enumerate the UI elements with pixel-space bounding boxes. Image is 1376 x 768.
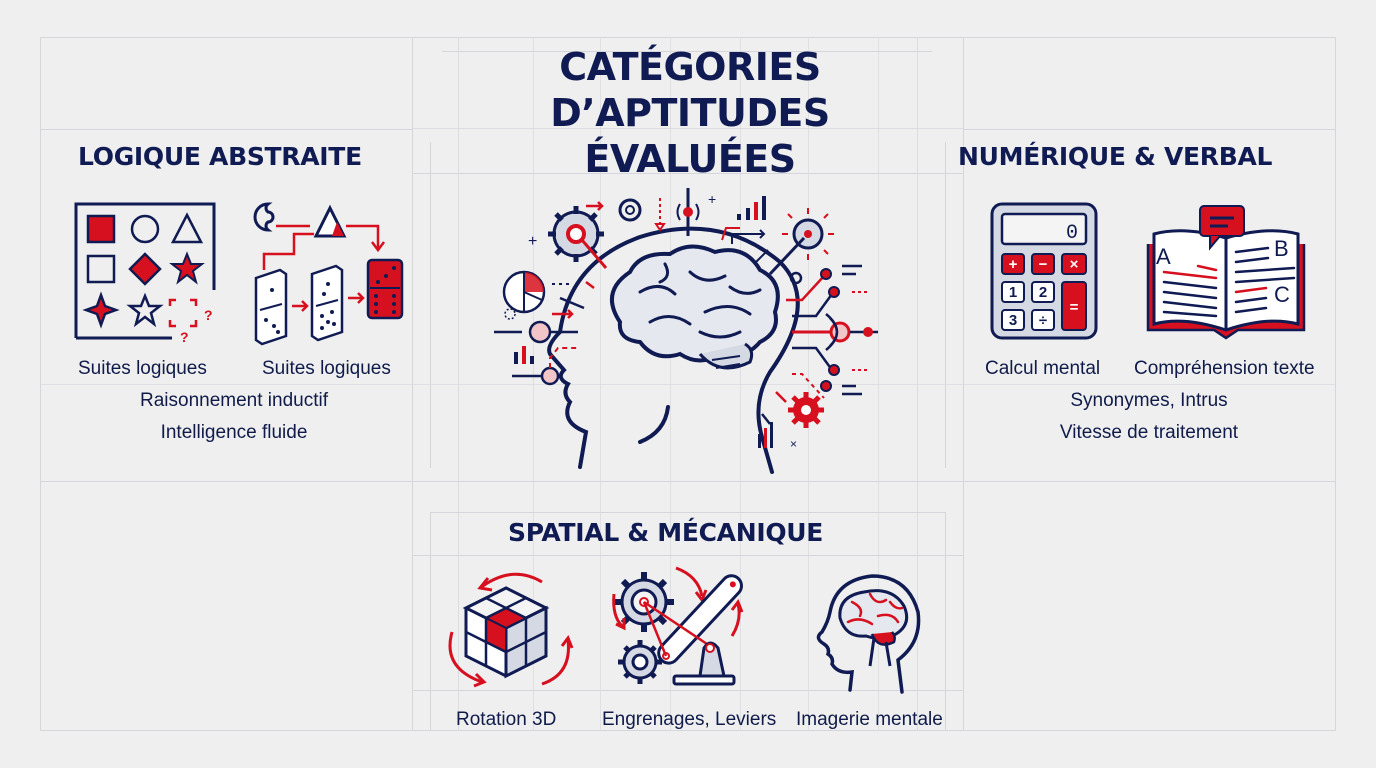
spatial-frame	[945, 512, 946, 730]
domino-sequence-icon	[250, 202, 410, 346]
key-multiply: ×	[1070, 256, 1079, 273]
grid-line	[963, 129, 1335, 130]
caption-open-book: Compréhension texte	[1134, 358, 1315, 379]
grid-line	[412, 128, 964, 129]
spatial-frame	[430, 512, 431, 730]
caption-domino-sequence: Suites logiques	[262, 358, 391, 379]
caption-calculator: Calcul mental	[985, 358, 1101, 379]
open-book-icon: A B C	[1144, 202, 1308, 340]
grid-line	[40, 384, 1336, 385]
section-title-numeric-verbal: NUMÉRIQUE & VERBAL	[958, 142, 1273, 171]
key-equals: =	[1070, 299, 1079, 316]
grid-line	[740, 37, 741, 731]
caption-shape-matrix: Suites logiques	[78, 358, 207, 379]
svg-text:×: ×	[790, 437, 797, 451]
outer-frame-top	[40, 37, 1336, 38]
gears-lever-icon	[610, 564, 760, 694]
calculator-display: 0	[1066, 222, 1078, 245]
section-title-logic: LOGIQUE ABSTRAITE	[78, 142, 362, 171]
grid-line	[412, 555, 964, 556]
grid-line	[40, 481, 1336, 482]
grid-line	[412, 173, 964, 174]
grid-line	[600, 37, 601, 731]
grid-line	[458, 37, 459, 731]
key-2: 2	[1039, 284, 1047, 301]
section-title-spatial: SPATIAL & MÉCANIQUE	[508, 518, 824, 547]
key-3: 3	[1009, 312, 1017, 329]
key-minus: −	[1039, 256, 1048, 273]
title-line-3: ÉVALUÉES	[584, 137, 796, 181]
outer-frame-bottom	[40, 730, 1336, 731]
page-title: CATÉGORIES D’APTITUDES ÉVALUÉES	[480, 44, 900, 182]
key-divide: ÷	[1039, 312, 1047, 329]
grid-line	[670, 37, 671, 731]
detail-fluid-intelligence: Intelligence fluide	[160, 422, 308, 443]
calculator-icon: 0 + − × 1 2 = 3 ÷	[990, 202, 1100, 340]
head-brain-icon	[812, 572, 922, 694]
caption-head-brain: Imagerie mentale	[796, 709, 943, 730]
cube-rotation-icon	[442, 564, 578, 694]
grid-line	[963, 37, 964, 731]
caption-gears-lever: Engrenages, Leviers	[602, 709, 777, 730]
grid-line	[878, 37, 879, 731]
grid-line	[442, 51, 932, 52]
book-letter-c: C	[1274, 282, 1290, 307]
spatial-frame	[430, 512, 946, 513]
brain-head-icon: + +	[490, 182, 890, 492]
grid-line	[412, 37, 413, 731]
svg-text:?: ?	[180, 329, 189, 345]
svg-text:+: +	[708, 191, 716, 207]
key-plus: +	[1009, 256, 1018, 273]
shape-matrix-icon: ? ?	[74, 202, 224, 345]
book-letter-b: B	[1274, 236, 1289, 261]
grid-line	[917, 37, 918, 731]
grid-line	[430, 142, 431, 468]
key-1: 1	[1009, 284, 1017, 301]
title-line-2: D’APTITUDES	[550, 91, 830, 135]
grid-line	[533, 37, 534, 731]
detail-inductive-reasoning: Raisonnement inductif	[140, 390, 328, 411]
grid-line	[945, 142, 946, 468]
detail-processing-speed: Vitesse de traitement	[1059, 422, 1239, 443]
grid-line	[412, 690, 964, 691]
title-line-1: CATÉGORIES	[559, 45, 821, 89]
svg-text:?: ?	[204, 307, 213, 323]
svg-text:+: +	[528, 233, 537, 250]
book-letter-a: A	[1156, 244, 1171, 269]
caption-cube-rotation: Rotation 3D	[456, 709, 557, 730]
grid-line	[40, 129, 412, 130]
detail-synonyms: Synonymes, Intrus	[1070, 390, 1228, 411]
grid-line	[808, 37, 809, 731]
